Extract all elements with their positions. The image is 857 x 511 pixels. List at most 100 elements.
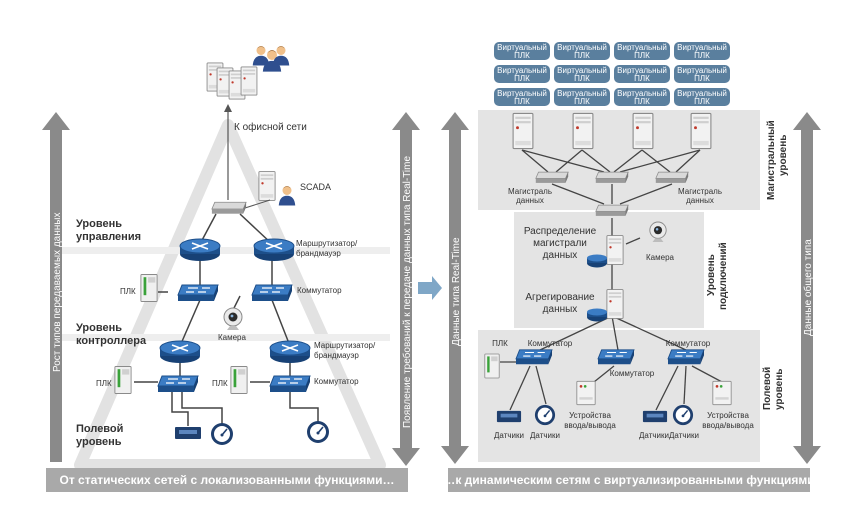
field-level-label: уровень [76, 436, 122, 448]
backbone-level-label: уровень [778, 135, 789, 176]
growth-arrow-label: Рост типов передаваемых данных [52, 213, 63, 372]
svg-text:ПЛК: ПЛК [634, 74, 650, 83]
plc-label: ПЛК [212, 379, 228, 388]
backbone-label: Магистраль [508, 187, 552, 196]
gauge-icon [306, 420, 330, 444]
management-level-label: Уровень [76, 218, 122, 230]
svg-text:Виртуальный: Виртуальный [677, 43, 727, 52]
switch-icon [269, 375, 311, 393]
svg-text:ПЛК: ПЛК [694, 97, 710, 106]
sensors-label: Датчики [494, 431, 524, 440]
switch-icon [667, 349, 705, 365]
controller-level-band [62, 334, 390, 341]
io-device-icon [576, 380, 596, 406]
controller-level-label: Уровень [76, 322, 122, 334]
gauge-icon [672, 404, 694, 426]
switch-icon [251, 284, 293, 302]
realtime-requirements-arrow [392, 112, 420, 466]
plc-icon [114, 366, 132, 394]
svg-text:ПЛК: ПЛК [694, 74, 710, 83]
io-device-icon [712, 380, 732, 406]
svg-text:Виртуальный: Виртуальный [497, 66, 547, 75]
io-device-label: Устройства [569, 411, 611, 420]
sensors-label: Датчики [639, 431, 669, 440]
backbone-switch-icon [595, 171, 629, 184]
svg-text:Виртуальный: Виртуальный [617, 43, 667, 52]
office-servers [206, 62, 258, 100]
management-level-label: управления [76, 231, 141, 243]
management-level-band [62, 247, 390, 254]
router-label: брандмауэр [314, 351, 359, 360]
switch-label: Коммутатор [610, 369, 655, 378]
gauge-icon [210, 422, 234, 446]
backbone-switch-icon [595, 204, 629, 217]
controller-level-label: контроллера [76, 335, 147, 347]
svg-text:ПЛК: ПЛК [574, 97, 590, 106]
database-icon [587, 254, 607, 268]
plc-icon [230, 366, 248, 394]
io-device-label: ввода/вывода [702, 421, 754, 430]
switch-label: Коммутатор [666, 339, 711, 348]
left-panel: Рост типов передаваемых данных К офисной… [42, 46, 408, 492]
field-level-label: Полевой [76, 423, 123, 435]
core-switch-icon [211, 201, 247, 215]
svg-text:ПЛК: ПЛК [574, 74, 590, 83]
aggregation-label: данных [543, 304, 578, 315]
office-users-icon [252, 46, 290, 72]
left-bottom-bar [46, 468, 408, 492]
distribution-server-icon [606, 235, 624, 265]
svg-text:Виртуальный: Виртуальный [617, 66, 667, 75]
svg-text:Виртуальный: Виртуальный [557, 89, 607, 98]
camera-icon [223, 307, 243, 331]
sensor-icon [496, 410, 522, 423]
backbone-switch-icon [535, 171, 569, 184]
right-bottom-bar-text: …к динамическим сетям с виртуализированн… [443, 473, 814, 487]
svg-text:ПЛК: ПЛК [634, 97, 650, 106]
backbone-label: данных [516, 196, 544, 205]
scada-server-icon [258, 171, 296, 206]
realtime-data-label: Данные типа Real-Time [451, 237, 462, 346]
svg-text:Виртуальный: Виртуальный [677, 66, 727, 75]
aggregation-server-icon [606, 289, 624, 319]
sensor-icon [642, 410, 668, 423]
svg-text:ПЛК: ПЛК [514, 97, 530, 106]
svg-text:ПЛК: ПЛК [694, 51, 710, 60]
io-device-label: Устройства [707, 411, 749, 420]
svg-text:ПЛК: ПЛК [634, 51, 650, 60]
sensor-icon [175, 427, 201, 439]
router-label: Маршрутизатор/ [314, 341, 376, 350]
svg-text:ПЛК: ПЛК [514, 74, 530, 83]
backbone-links [500, 149, 723, 411]
server-icon [572, 112, 594, 150]
server-icon [512, 112, 534, 150]
sensors-label: Датчики [530, 431, 560, 440]
field-level-label: уровень [774, 369, 785, 410]
switch-label: Коммутатор [314, 377, 359, 386]
database-icon [587, 308, 607, 322]
router-label: Маршрутизатор/ [296, 239, 358, 248]
access-level-label: подключений [718, 242, 729, 310]
transition-arrow [418, 276, 442, 300]
field-level-label: Полевой [762, 367, 773, 410]
svg-text:Виртуальный: Виртуальный [617, 89, 667, 98]
switch-icon [177, 284, 219, 302]
aggregation-label: Агрегирование [525, 292, 595, 303]
backbone-label: данных [686, 196, 714, 205]
general-data-arrow [793, 112, 821, 464]
router-icon [269, 340, 311, 364]
general-data-label: Данные общего типа [802, 239, 814, 336]
svg-text:ПЛК: ПЛК [574, 51, 590, 60]
realtime-requirements-label: Появление требований к передаче данных т… [401, 156, 413, 428]
svg-text:Виртуальный: Виртуальный [557, 66, 607, 75]
svg-text:Виртуальный: Виртуальный [557, 43, 607, 52]
switch-icon [515, 349, 553, 365]
scada-label: SCADA [300, 182, 331, 192]
